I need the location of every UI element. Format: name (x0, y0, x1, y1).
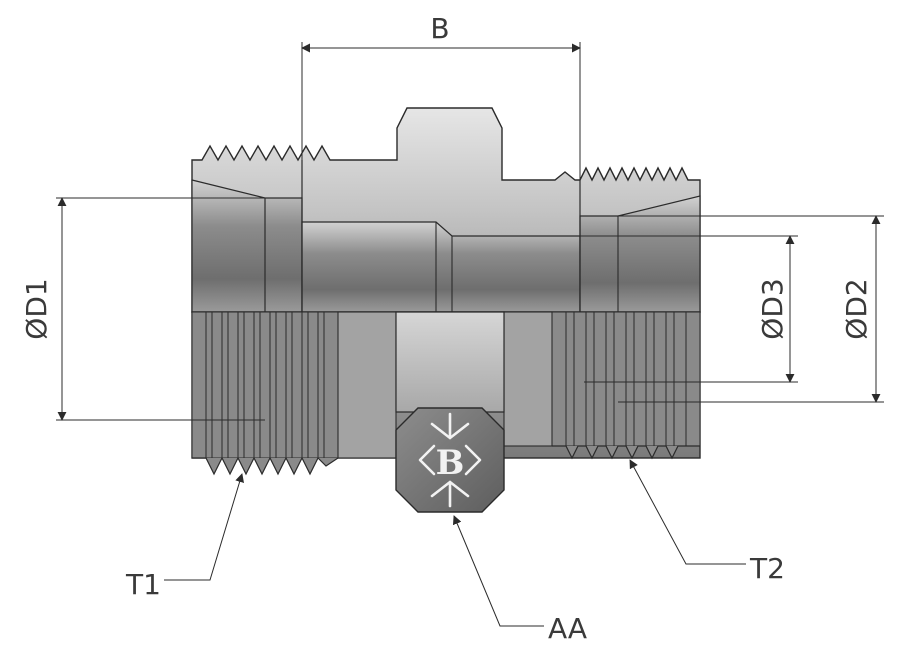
external-view-lower: B (191, 311, 701, 513)
hex-octagon (395, 407, 505, 513)
section-view-upper (191, 107, 701, 313)
brand-logo-letter: B (436, 443, 465, 483)
left-thread-teeth (192, 456, 339, 476)
leader-aa-label: AA (548, 612, 587, 645)
dimension-d2-label: ØD2 (840, 278, 873, 339)
dimension-b (301, 42, 581, 180)
hex-flat (395, 311, 505, 413)
leader-t1-label: T1 (125, 568, 161, 601)
left-thread-ridges (191, 311, 339, 459)
dimension-b-label: B (430, 12, 449, 45)
body-neck-right (503, 311, 553, 447)
leader-t2-label: T2 (749, 552, 785, 585)
right-thread-teeth (552, 445, 700, 460)
leader-t2 (629, 459, 746, 565)
dimension-d1-label: ØD1 (20, 278, 53, 339)
leader-t1 (164, 473, 244, 581)
dimension-d3 (452, 235, 798, 383)
left-bore (191, 179, 303, 313)
dimension-d1 (56, 197, 265, 421)
leader-aa (452, 515, 544, 627)
dimension-d3-label: ØD3 (756, 278, 789, 339)
body-neck-left (337, 311, 397, 459)
right-thread-ridges (551, 311, 701, 447)
brand-logo-icon (418, 412, 482, 508)
dimension-d2 (618, 215, 884, 403)
